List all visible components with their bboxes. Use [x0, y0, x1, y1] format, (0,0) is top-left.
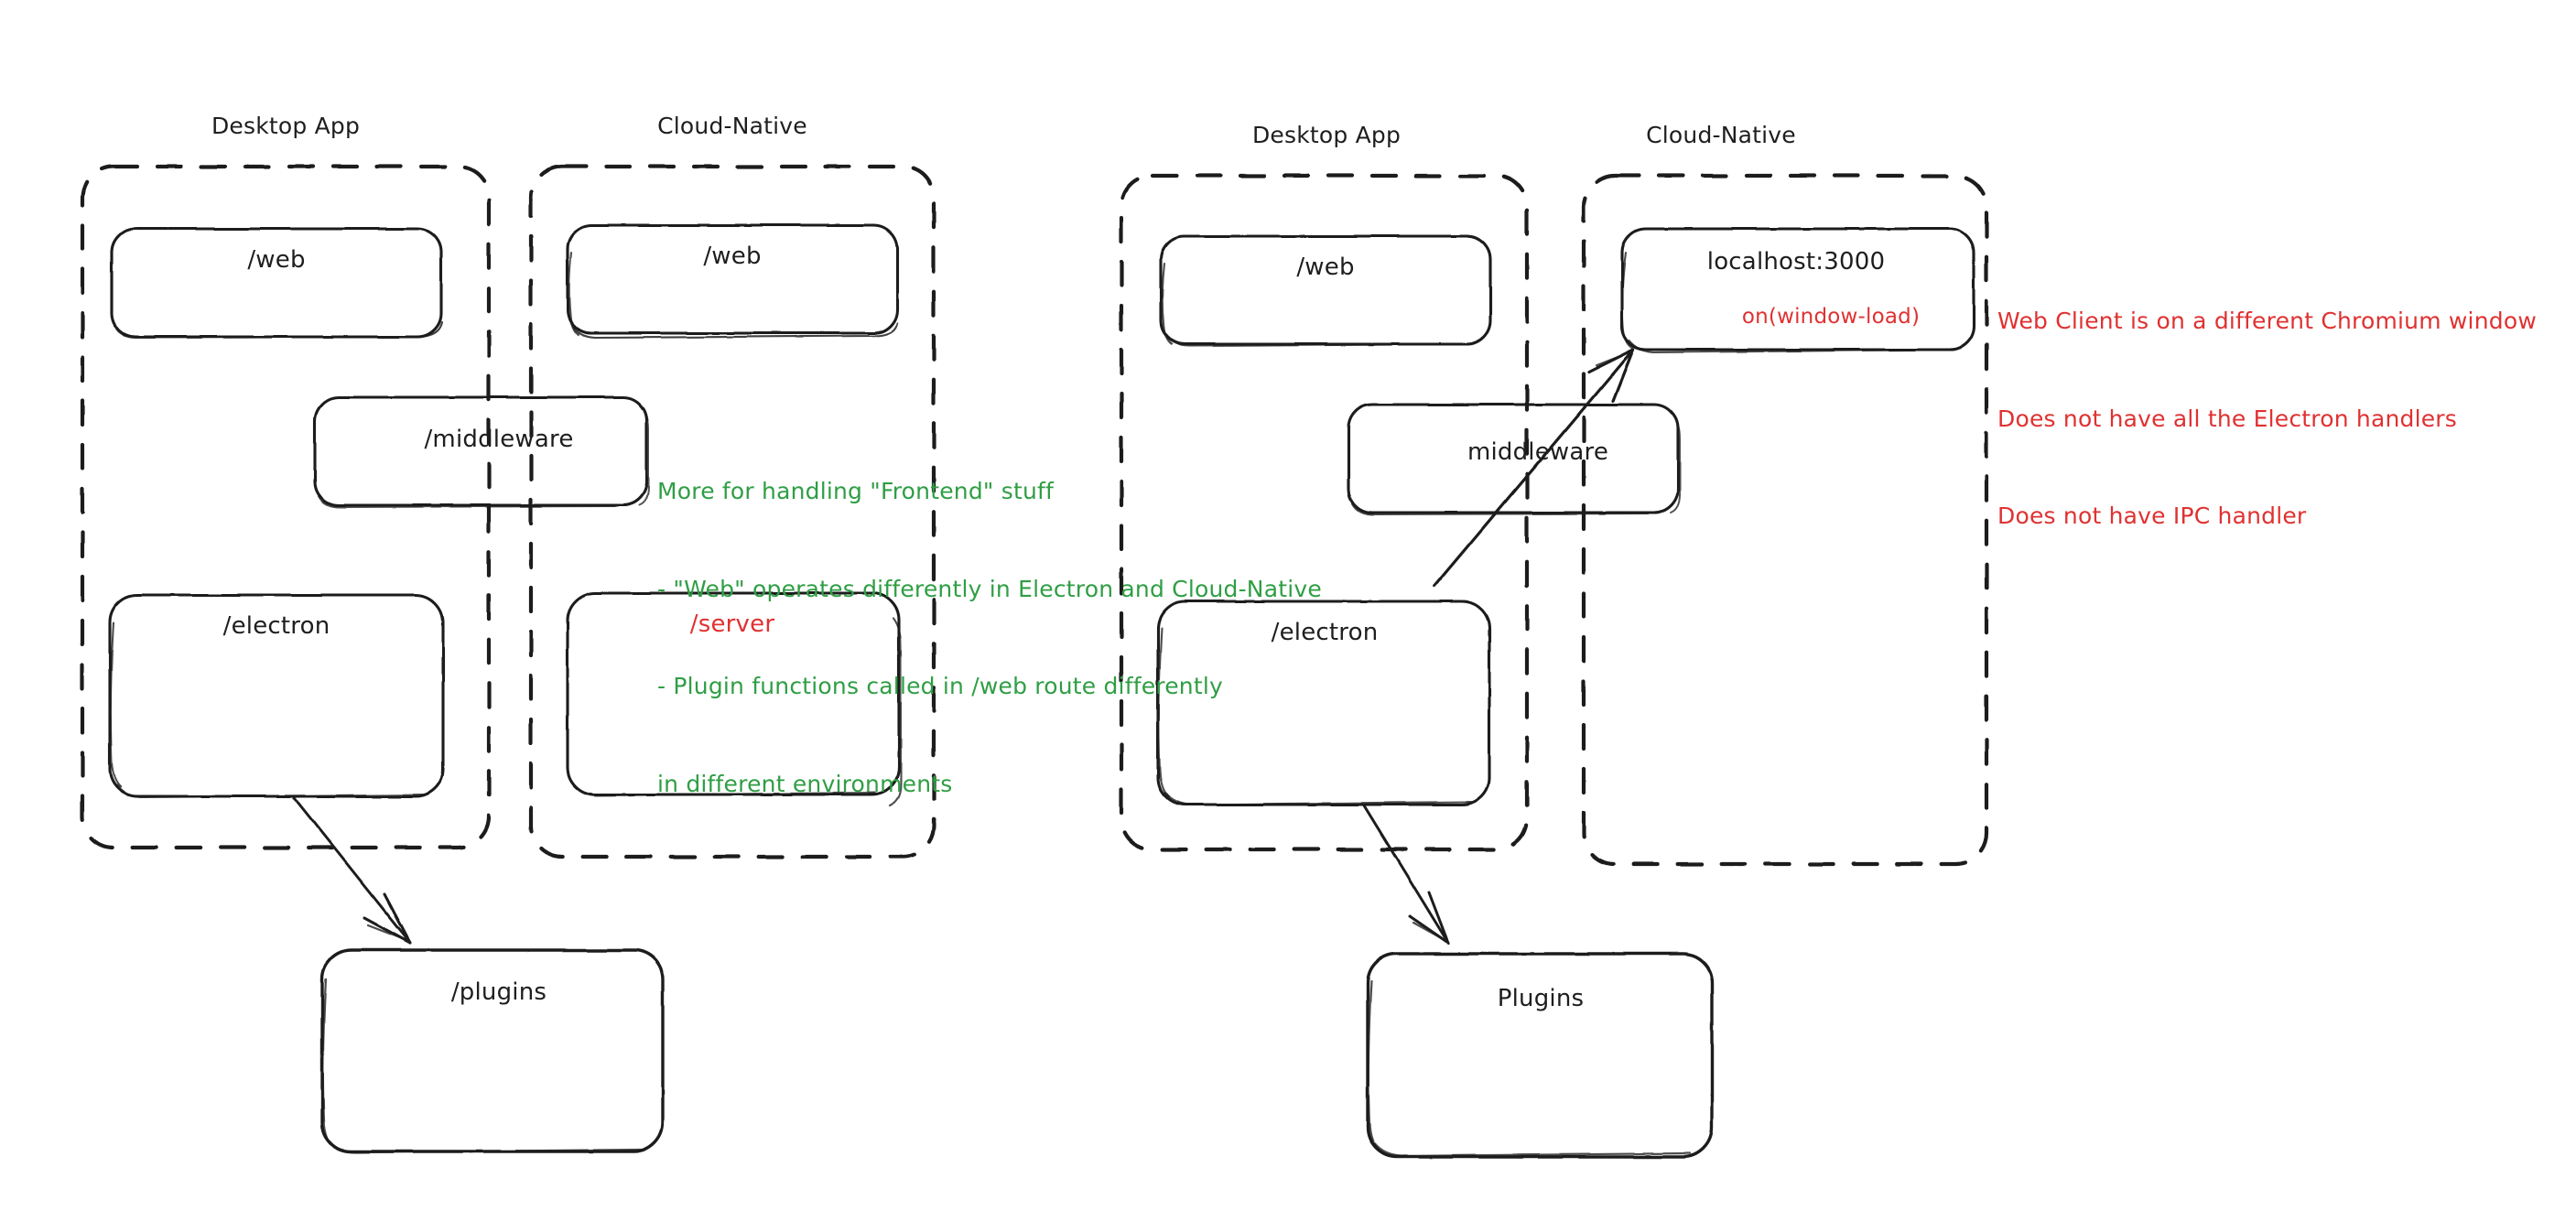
node-shape-left-web	[110, 227, 444, 340]
group-frame-left-cloud-native	[528, 164, 936, 859]
arrow-left-electron-to-plugins	[291, 794, 412, 945]
node-shape-left-web-cloud	[566, 223, 899, 340]
node-shape-right-plugins	[1366, 952, 1714, 1159]
annotation-line-2: Does not have all the Electron handlers	[1997, 405, 2458, 432]
annotation-left-green-note: More for handling "Frontend" stuff - "We…	[657, 410, 1322, 865]
node-shape-right-middleware	[1347, 403, 1681, 515]
arrow-right-electron-to-plugins	[1362, 804, 1450, 945]
node-label-right-plugins: Plugins	[1497, 985, 1585, 1012]
group-frame-right-cloud-native	[1581, 173, 1989, 867]
node-label-left-middleware: /middleware	[424, 426, 574, 453]
node-label-left-plugins: /plugins	[450, 978, 547, 1006]
node-label-right-middleware: middleware	[1467, 438, 1609, 466]
annotation-line-3: Does not have IPC handler	[1997, 503, 2307, 529]
node-label-right-on-window-load: on(window-load)	[1741, 305, 1921, 329]
node-label-right-localhost: localhost:3000	[1706, 248, 1886, 276]
group-title-left-desktop-app: Desktop App	[211, 113, 361, 139]
node-shape-right-localhost	[1620, 227, 1975, 354]
node-label-right-web: /web	[1296, 254, 1355, 281]
node-label-left-electron: /electron	[222, 612, 330, 640]
annotation-line-4: in different environments	[657, 770, 953, 797]
node-label-left-web: /web	[247, 246, 306, 274]
node-shape-left-server	[566, 591, 903, 807]
annotation-line-2: - "Web" operates differently in Electron…	[657, 575, 1322, 602]
node-label-left-web-cloud: /web	[703, 243, 762, 270]
node-label-right-electron: /electron	[1271, 619, 1379, 646]
node-shape-left-plugins	[320, 948, 665, 1154]
annotation-right-red-note: Web Client is on a different Chromium wi…	[1997, 240, 2537, 598]
node-shape-left-middleware	[313, 395, 649, 508]
group-title-right-cloud-native: Cloud-Native	[1646, 122, 1796, 148]
group-title-left-cloud-native: Cloud-Native	[657, 113, 807, 139]
arrow-right-electron-to-localhost	[1433, 348, 1635, 588]
annotation-line-1: Web Client is on a different Chromium wi…	[1997, 308, 2537, 334]
node-shape-left-electron	[108, 593, 445, 799]
node-shape-right-electron	[1156, 600, 1491, 806]
node-shape-right-web	[1159, 234, 1492, 348]
annotation-line-3: - Plugin functions called in /web route …	[657, 673, 1223, 699]
node-label-left-server: /server	[689, 611, 775, 638]
group-title-right-desktop-app: Desktop App	[1251, 122, 1402, 148]
annotation-line-1: More for handling "Frontend" stuff	[657, 478, 1055, 504]
